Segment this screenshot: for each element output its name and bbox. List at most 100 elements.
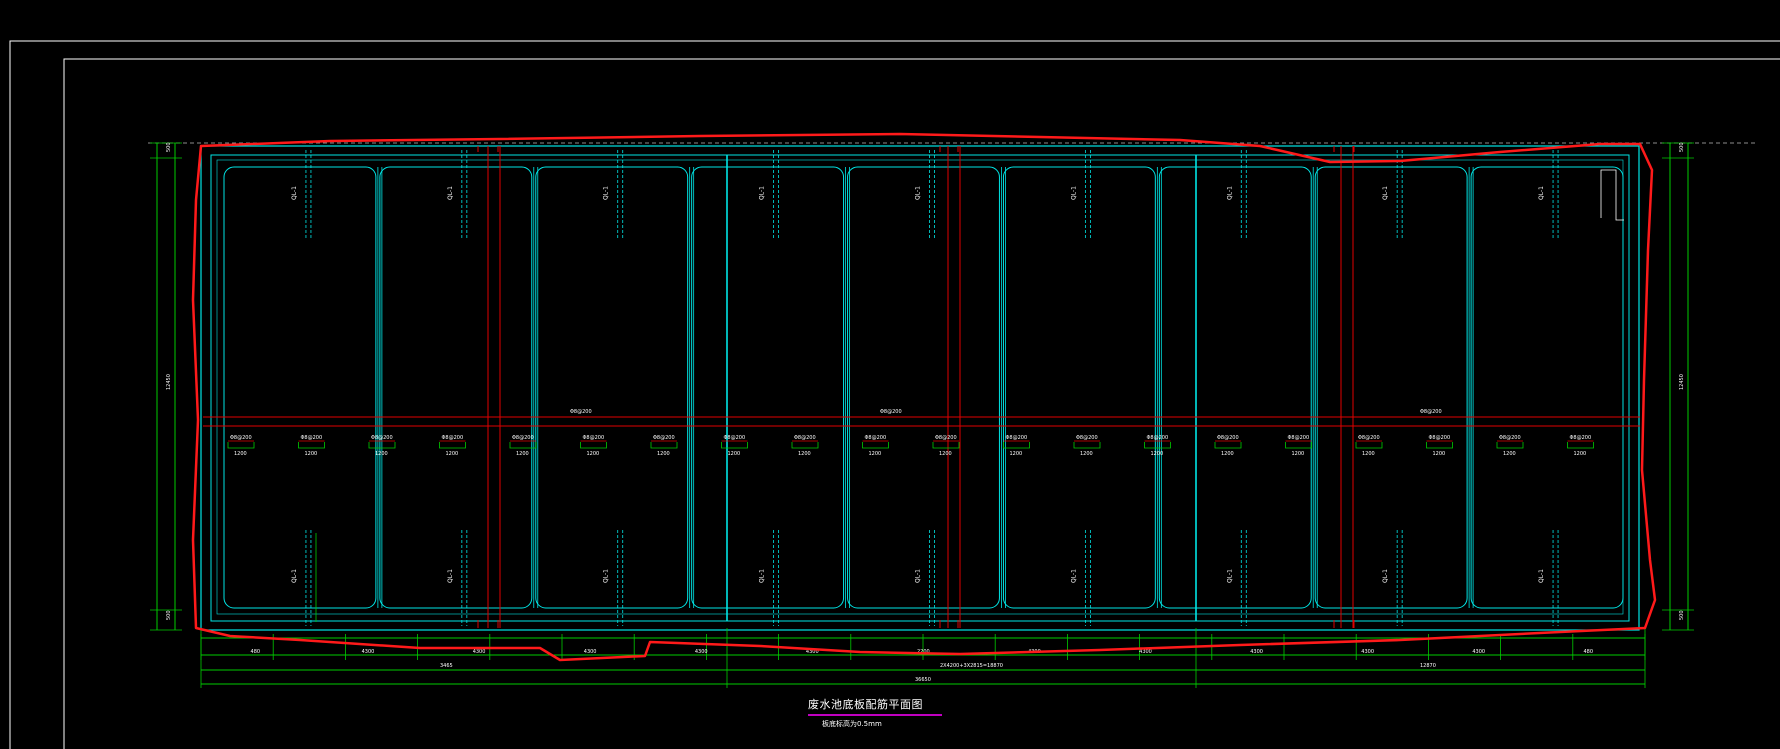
bracket-dimension-label: 1200 [1574,451,1587,457]
dim-segment-label: 480 [1583,649,1593,655]
dim-vertical-label-left: 12450 [166,374,172,390]
rebar-spacing-bracket [1496,442,1524,449]
outer-frame-line [9,40,1780,749]
rebar-spacing-label: Φ8@200 [1288,435,1310,441]
bracket-dimension-label: 1200 [446,451,459,457]
bracket-dimension-label: 1200 [798,451,811,457]
dim-segment-label: 4300 [1472,649,1485,655]
red-markup-outline [191,132,1657,662]
bay-compartment [1470,166,1624,609]
rebar-spacing-bracket [1003,442,1030,449]
dim-segment-label: 4300 [695,649,708,655]
dim-mid-label: 2X4200+3X2815=18870 [940,663,1003,669]
rebar-spacing-bracket [1073,442,1101,449]
tank-walls [200,145,1640,631]
dim-vertical-label-left: 500 [166,142,172,152]
rebar-spacing-bracket [368,442,396,449]
rebar-spacing-bracket [509,442,537,449]
drawing-frame [9,40,1780,749]
rebar-spacing-bracket [298,442,325,449]
dim-segment-label: 4300 [1250,649,1263,655]
corner-detail [1600,169,1624,221]
rebar-spacing-label: Φ8@200 [935,435,957,441]
dim-right-label: 12870 [1420,663,1436,669]
bay-label-bottom: QL-1 [1382,569,1389,583]
dim-segment-label: 4300 [1139,649,1152,655]
rebar-label: Φ8@200 [570,409,592,415]
rebar-spacing-label: Φ8@200 [512,435,534,441]
bracket-dimension-label: 1200 [1503,451,1516,457]
rebar-spacing-label: Φ8@200 [442,435,464,441]
rebar-label: Φ8@200 [1420,409,1442,415]
rebar-spacing-label: Φ8@200 [1147,435,1169,441]
bay-compartment [1002,166,1156,609]
rebar-spacing-bracket [227,442,255,449]
rebar-spacing-bracket [439,442,466,449]
rebar-label: Φ8@200 [880,409,902,415]
tank-lining [216,159,1624,615]
bay-compartment [1314,166,1468,609]
bay-label-top: QL-1 [1070,186,1077,200]
bay-compartment [535,166,689,609]
dim-segment-label: 4300 [1361,649,1374,655]
annotation-labels: QL-1QL-1QL-1QL-1QL-1QL-1QL-1QL-1QL-1QL-1… [166,142,1685,683]
tank-inner-wall [210,154,1630,622]
dim-segment-label: 4300 [362,649,375,655]
dim-segment-label: 4300 [806,649,819,655]
rebar-spacing-label: Φ8@200 [583,435,605,441]
bracket-dimension-label: 1200 [375,451,388,457]
bay-compartment [847,166,1000,609]
bay-label-bottom: QL-1 [291,569,298,583]
bracket-dimension-label: 1200 [587,451,600,457]
rebar-lines [203,146,1640,628]
rebar-spacing-bracket [1144,442,1171,449]
dim-vertical-label-right: 12450 [1679,374,1685,390]
dim-left-label: 3465 [440,663,453,669]
bracket-dimension-label: 1200 [869,451,882,457]
rebar-spacing-bracket [1214,442,1242,449]
dim-vertical-label-left: 500 [166,610,172,620]
bay-label-top: QL-1 [603,186,610,200]
rebar-spacing-label: Φ8@200 [1570,435,1592,441]
bracket-dimension-label: 1200 [1080,451,1093,457]
bay-label-bottom: QL-1 [759,569,766,583]
bay-label-bottom: QL-1 [603,569,610,583]
rebar-spacing-label: Φ8@200 [301,435,323,441]
bracket-dimension-label: 1200 [1221,451,1234,457]
bracket-dimension-label: 1200 [728,451,741,457]
rebar-spacing-label: Φ8@200 [230,435,252,441]
dim-vertical-label-right: 500 [1679,142,1685,152]
bay-compartment [1158,166,1312,609]
tank-outer-wall [200,145,1640,631]
bay-label-top: QL-1 [1226,186,1233,200]
bay-label-bottom: QL-1 [915,569,922,583]
dim-vertical-label-right: 500 [1679,610,1685,620]
dim-total-label: 36650 [915,677,931,683]
bay-label-top: QL-1 [759,186,766,200]
bay-label-bottom: QL-1 [1070,569,1077,583]
rebar-spacing-label: Φ8@200 [724,435,746,441]
rebar-spacing-label: Φ8@200 [1499,435,1521,441]
rebar-spacing-label: Φ8@200 [1217,435,1239,441]
rebar-spacing-bracket [580,442,607,449]
rebar-spacing-bracket [862,442,889,449]
drawing-subtitle: 板底标高为0.5mm [822,720,882,728]
rebar-spacing-label: Φ8@200 [1429,435,1451,441]
rebar-spacing-bracket [1567,442,1594,449]
bay-label-bottom: QL-1 [447,569,454,583]
rebar-spacing-bracket [1355,442,1383,449]
title-underline [808,714,942,716]
rebar-spacing-bracket [1426,442,1453,449]
bracket-dimension-label: 1200 [1433,451,1446,457]
bracket-dimension-label: 1200 [1292,451,1305,457]
rebar-spacing-bracket [721,442,748,449]
bay-label-top: QL-1 [1538,186,1545,200]
dim-segment-label: 4300 [584,649,597,655]
bay-label-top: QL-1 [447,186,454,200]
rebar-spacing-label: Φ8@200 [1358,435,1380,441]
bracket-dimension-label: 1200 [657,451,670,457]
dim-segment-label: 480 [251,649,261,655]
bracket-dimension-label: 1200 [305,451,318,457]
bay-compartment [379,166,533,609]
